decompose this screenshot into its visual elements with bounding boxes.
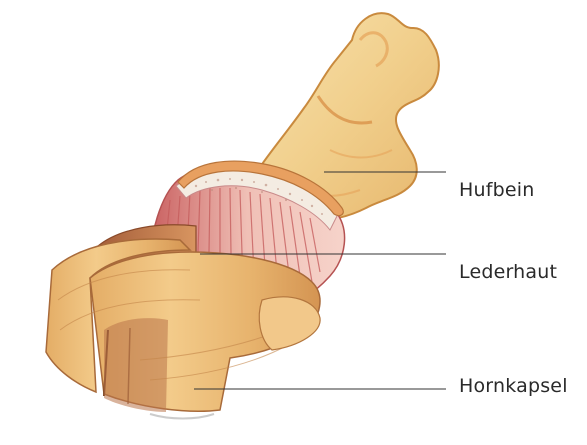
label-hufbein: Hufbein	[459, 179, 535, 201]
label-hornkapsel: Hornkapsel	[459, 375, 568, 397]
label-lederhaut: Lederhaut	[459, 261, 557, 283]
